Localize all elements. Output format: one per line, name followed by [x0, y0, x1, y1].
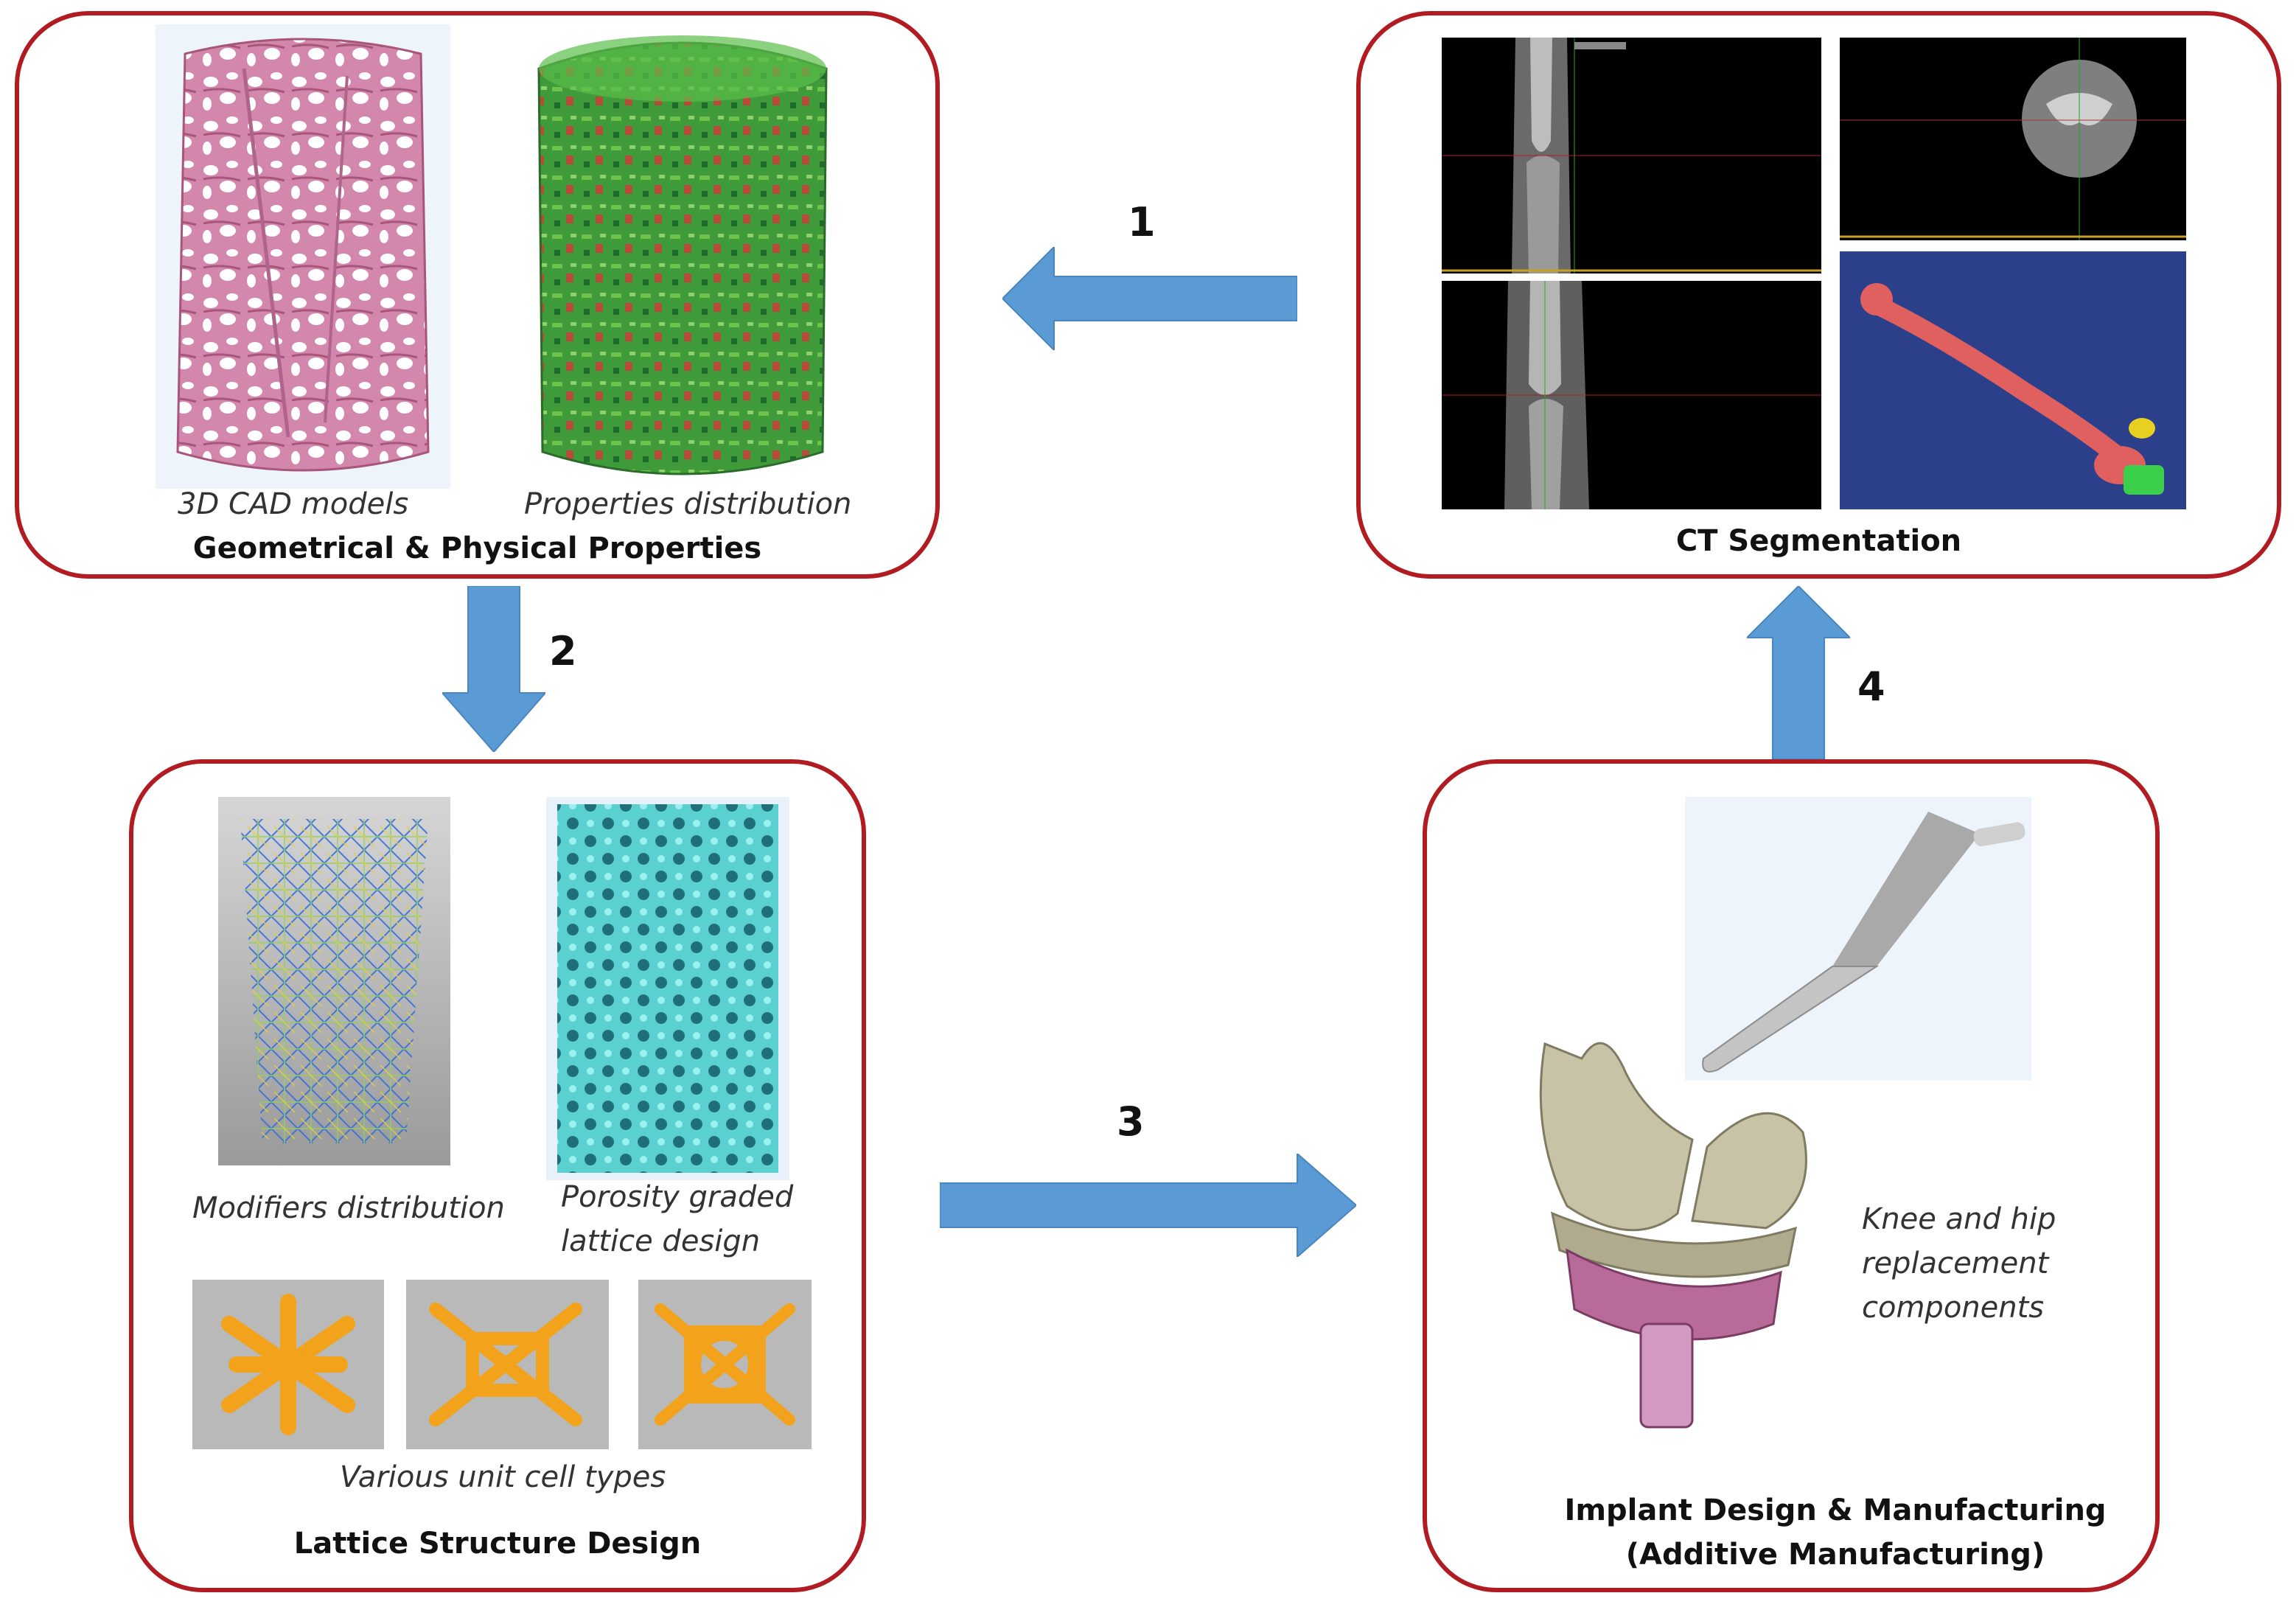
step-number-1: 1 [1128, 199, 1156, 245]
knee-implant-image [1539, 1042, 1807, 1429]
unit-cell-image-1 [192, 1280, 384, 1449]
caption-various-unit-cell-types: Various unit cell types [340, 1460, 666, 1494]
arrow-step-3 [940, 1154, 1356, 1257]
panel-title-ct-segmentation: CT Segmentation [1675, 524, 1962, 558]
caption-porosity-graded: Porosity graded [561, 1180, 794, 1214]
cad-model-image [156, 24, 450, 489]
ct-coronal-view [1442, 38, 1821, 273]
panel-title-geometrical-properties: Geometrical & Physical Properties [192, 531, 762, 565]
panel-geometrical-properties: 3D CAD models Properties distribution Ge… [15, 11, 940, 579]
step-number-2: 2 [549, 628, 577, 674]
unit-cell-image-2 [406, 1280, 609, 1449]
ct-axial-view [1840, 38, 2186, 240]
unit-cell-image-3 [638, 1280, 812, 1449]
porosity-graded-lattice-image [546, 797, 789, 1180]
panel-title-lattice-structure-design: Lattice Structure Design [293, 1527, 702, 1561]
ct-sagittal-view [1442, 281, 1821, 509]
caption-properties-distribution: Properties distribution [524, 487, 852, 521]
caption-3d-cad-models: 3D CAD models [178, 487, 409, 521]
caption-knee-hip-line1: Knee and hip [1862, 1202, 2056, 1236]
panel-ct-segmentation: CT Segmentation [1356, 11, 2281, 579]
caption-knee-hip-line3: components [1862, 1291, 2045, 1325]
caption-knee-hip-line2: replacement [1862, 1247, 2049, 1280]
modifiers-distribution-image [218, 797, 450, 1165]
arrow-step-4 [1747, 586, 1850, 759]
panel-lattice-structure-design: Modifiers distribution Porosity graded l… [129, 759, 866, 1592]
panel-implant-design-manufacturing: Knee and hip replacement components Impl… [1423, 759, 2160, 1592]
panel-title-implant-line1: Implant Design & Manufacturing [1564, 1493, 2107, 1527]
caption-lattice-design: lattice design [561, 1224, 761, 1258]
arrow-step-1 [1002, 247, 1297, 350]
caption-modifiers-distribution: Modifiers distribution [192, 1191, 505, 1225]
step-number-4: 4 [1857, 663, 1885, 710]
properties-distribution-image [537, 35, 828, 475]
ct-3d-segmentation-view [1840, 251, 2186, 509]
step-number-3: 3 [1117, 1098, 1145, 1145]
panel-title-implant-line2: (Additive Manufacturing) [1625, 1538, 2045, 1572]
arrow-step-2 [442, 586, 545, 752]
hip-stem-image [1685, 797, 2031, 1081]
